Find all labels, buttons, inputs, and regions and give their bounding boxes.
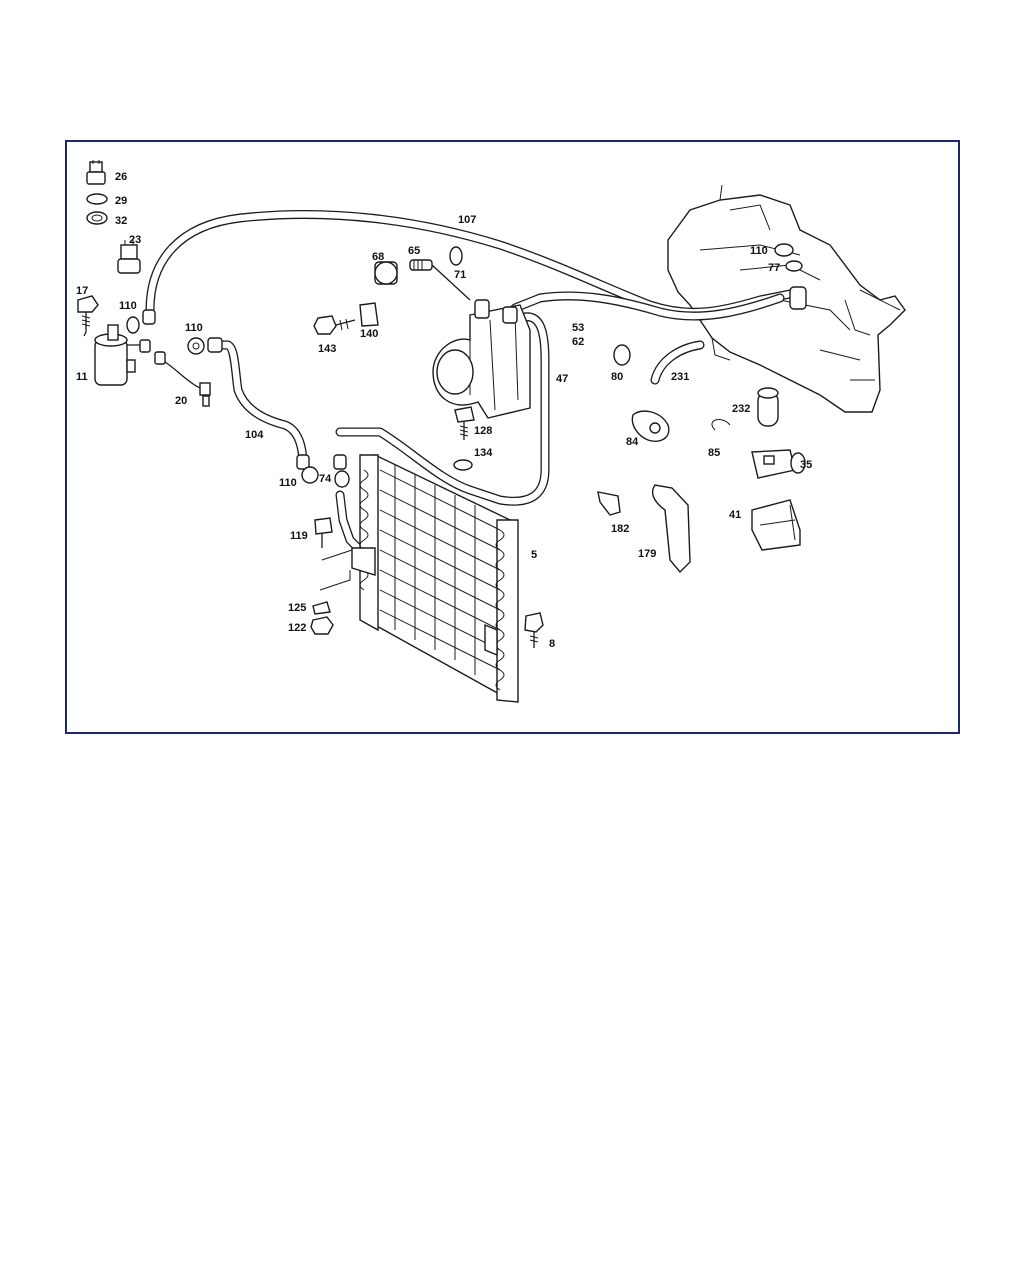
- label-125: 125: [288, 602, 306, 614]
- label-140: 140: [360, 328, 378, 340]
- label-179: 179: [638, 548, 656, 560]
- grommet-80: [613, 344, 631, 366]
- label-110-a: 110: [119, 300, 137, 312]
- label-231: 231: [671, 371, 689, 383]
- label-232: 232: [732, 403, 750, 415]
- filter-232: [757, 387, 779, 427]
- label-119: 119: [290, 530, 308, 542]
- label-122: 122: [288, 622, 306, 634]
- label-68: 68: [372, 251, 384, 263]
- label-182: 182: [611, 523, 629, 535]
- engine-block: [667, 184, 906, 413]
- label-47: 47: [556, 373, 568, 385]
- label-104: 104: [245, 429, 264, 441]
- label-35: 35: [800, 459, 812, 471]
- label-74: 74: [319, 473, 332, 485]
- pressure-switch-26: [86, 160, 106, 185]
- label-110-b: 110: [185, 322, 203, 334]
- label-17: 17: [76, 285, 88, 297]
- expansion-valve-35: [751, 449, 806, 479]
- label-5: 5: [531, 549, 537, 561]
- bolt-17: [77, 295, 99, 337]
- label-29: 29: [115, 195, 127, 207]
- label-11: 11: [76, 371, 88, 383]
- label-143: 143: [318, 343, 336, 355]
- switch-23: [117, 240, 141, 274]
- label-71: 71: [454, 269, 466, 281]
- clip-125: [312, 601, 331, 615]
- seal-71: [449, 246, 463, 266]
- washer-134: [453, 459, 473, 471]
- screw-65: [409, 259, 471, 301]
- compressor: [432, 299, 531, 419]
- label-8: 8: [549, 638, 555, 650]
- bracket-182: [597, 491, 621, 516]
- nut-122: [310, 616, 334, 635]
- label-107: 107: [458, 214, 476, 226]
- diagram-frame: [65, 140, 960, 734]
- label-80: 80: [611, 371, 623, 383]
- bolt-128: [454, 406, 475, 440]
- label-65: 65: [408, 245, 420, 257]
- label-41: 41: [729, 509, 741, 521]
- refrigerant-hoses: [145, 209, 805, 555]
- valve-84: [631, 410, 670, 442]
- o-ring-29: [86, 193, 108, 205]
- bracket-179: [651, 484, 691, 574]
- part-labels: 26 29 32 23 17 110 11 110 20 104 110 74 …: [76, 171, 812, 650]
- label-128: 128: [474, 425, 492, 437]
- valve-68: [374, 261, 398, 285]
- label-26: 26: [115, 171, 127, 183]
- screw-143: [313, 315, 356, 335]
- label-20: 20: [175, 395, 187, 407]
- label-32: 32: [115, 215, 127, 227]
- o-ring-85: [711, 419, 731, 431]
- receiver-dryer-11: [94, 324, 145, 386]
- label-62: 62: [572, 336, 584, 348]
- label-77: 77: [768, 262, 780, 274]
- label-110-d: 110: [750, 245, 768, 257]
- condenser: [351, 453, 519, 703]
- label-84: 84: [626, 436, 639, 448]
- sensor-20: [154, 351, 211, 407]
- washer-32: [86, 211, 108, 225]
- control-unit-41: [751, 499, 801, 551]
- label-23: 23: [129, 234, 141, 246]
- label-110-c: 110: [279, 477, 297, 489]
- bolt-8: [524, 612, 544, 648]
- label-134: 134: [474, 447, 493, 459]
- bolt-119: [314, 517, 333, 548]
- label-53: 53: [572, 322, 584, 334]
- label-85: 85: [708, 447, 720, 459]
- bracket-140: [359, 302, 379, 327]
